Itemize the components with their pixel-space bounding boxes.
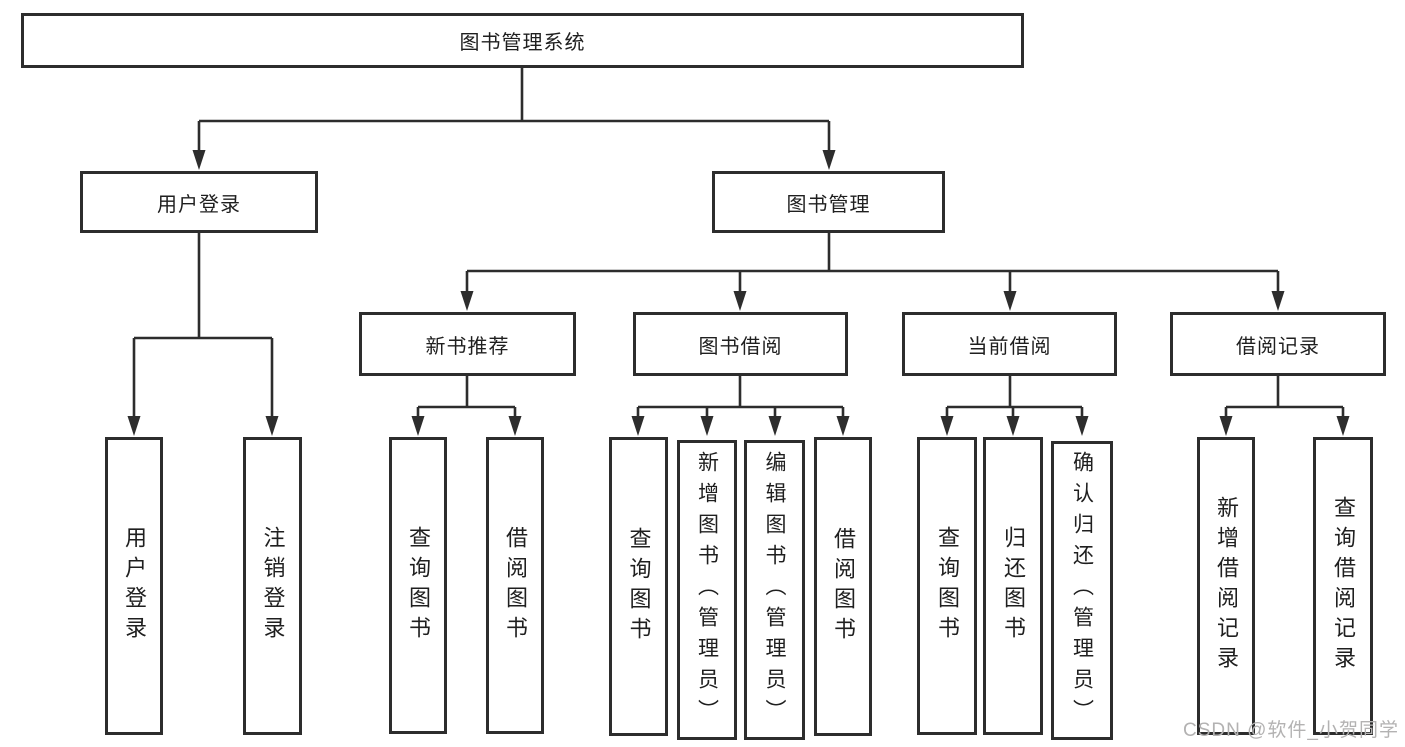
leaf-query-books-borrowing: 查询图书 [609,437,668,736]
node-label: 当前借阅 [967,335,1052,358]
node-borrowing-records: 借阅记录 [1170,312,1386,376]
leaf-borrow-books-borrowing: 借阅图书 [814,437,872,736]
leaf-add-books-admin: 新增图书（管理员） [677,440,737,740]
leaf-user-login: 用户登录 [105,437,163,735]
leaf-add-borrow-record: 新增借阅记录 [1197,437,1255,735]
node-label: 用户登录 [157,193,241,216]
node-label: 借阅图书 [503,525,528,646]
node-label: 用户登录 [122,526,147,646]
node-label: 借阅图书 [831,526,856,647]
node-label: 图书管理 [786,193,871,216]
node-label: 图书管理系统 [459,32,586,54]
node-current-borrowing: 当前借阅 [902,312,1117,376]
leaf-edit-books-admin: 编辑图书（管理员） [744,440,805,740]
node-label: 注销登录 [260,526,286,646]
node-label: 查询图书 [935,526,960,646]
node-label: 查询图书 [406,525,431,646]
node-label: 归还图书 [1001,526,1026,646]
node-label: 查询借阅记录 [1331,496,1356,676]
leaf-return-books: 归还图书 [983,437,1043,735]
node-new-book-recommendation: 新书推荐 [359,312,576,376]
leaf-borrow-books-recommend: 借阅图书 [486,437,544,734]
node-label: 编辑图书（管理员） [763,450,786,730]
node-label: 新增借阅记录 [1214,496,1239,676]
node-label: 确认归还（管理员） [1070,451,1094,730]
leaf-logout-login: 注销登录 [243,437,302,735]
leaf-query-books-recommend: 查询图书 [389,437,447,734]
csdn-watermark: CSDN @软件_小贺同学 [1183,720,1399,741]
node-user-login: 用户登录 [80,171,318,233]
node-label: 查询图书 [626,526,652,647]
node-book-borrowing: 图书借阅 [633,312,848,376]
leaf-query-borrow-record: 查询借阅记录 [1313,437,1373,735]
node-label: 新书推荐 [425,335,510,358]
node-book-management: 图书管理 [712,171,945,233]
leaf-confirm-return-admin: 确认归还（管理员） [1051,441,1113,740]
node-label: 借阅记录 [1236,335,1320,358]
node-label: 新增图书（管理员） [695,450,719,730]
node-label: 图书借阅 [698,335,783,358]
leaf-query-books-current: 查询图书 [917,437,977,735]
node-root-library-management-system: 图书管理系统 [21,13,1024,68]
